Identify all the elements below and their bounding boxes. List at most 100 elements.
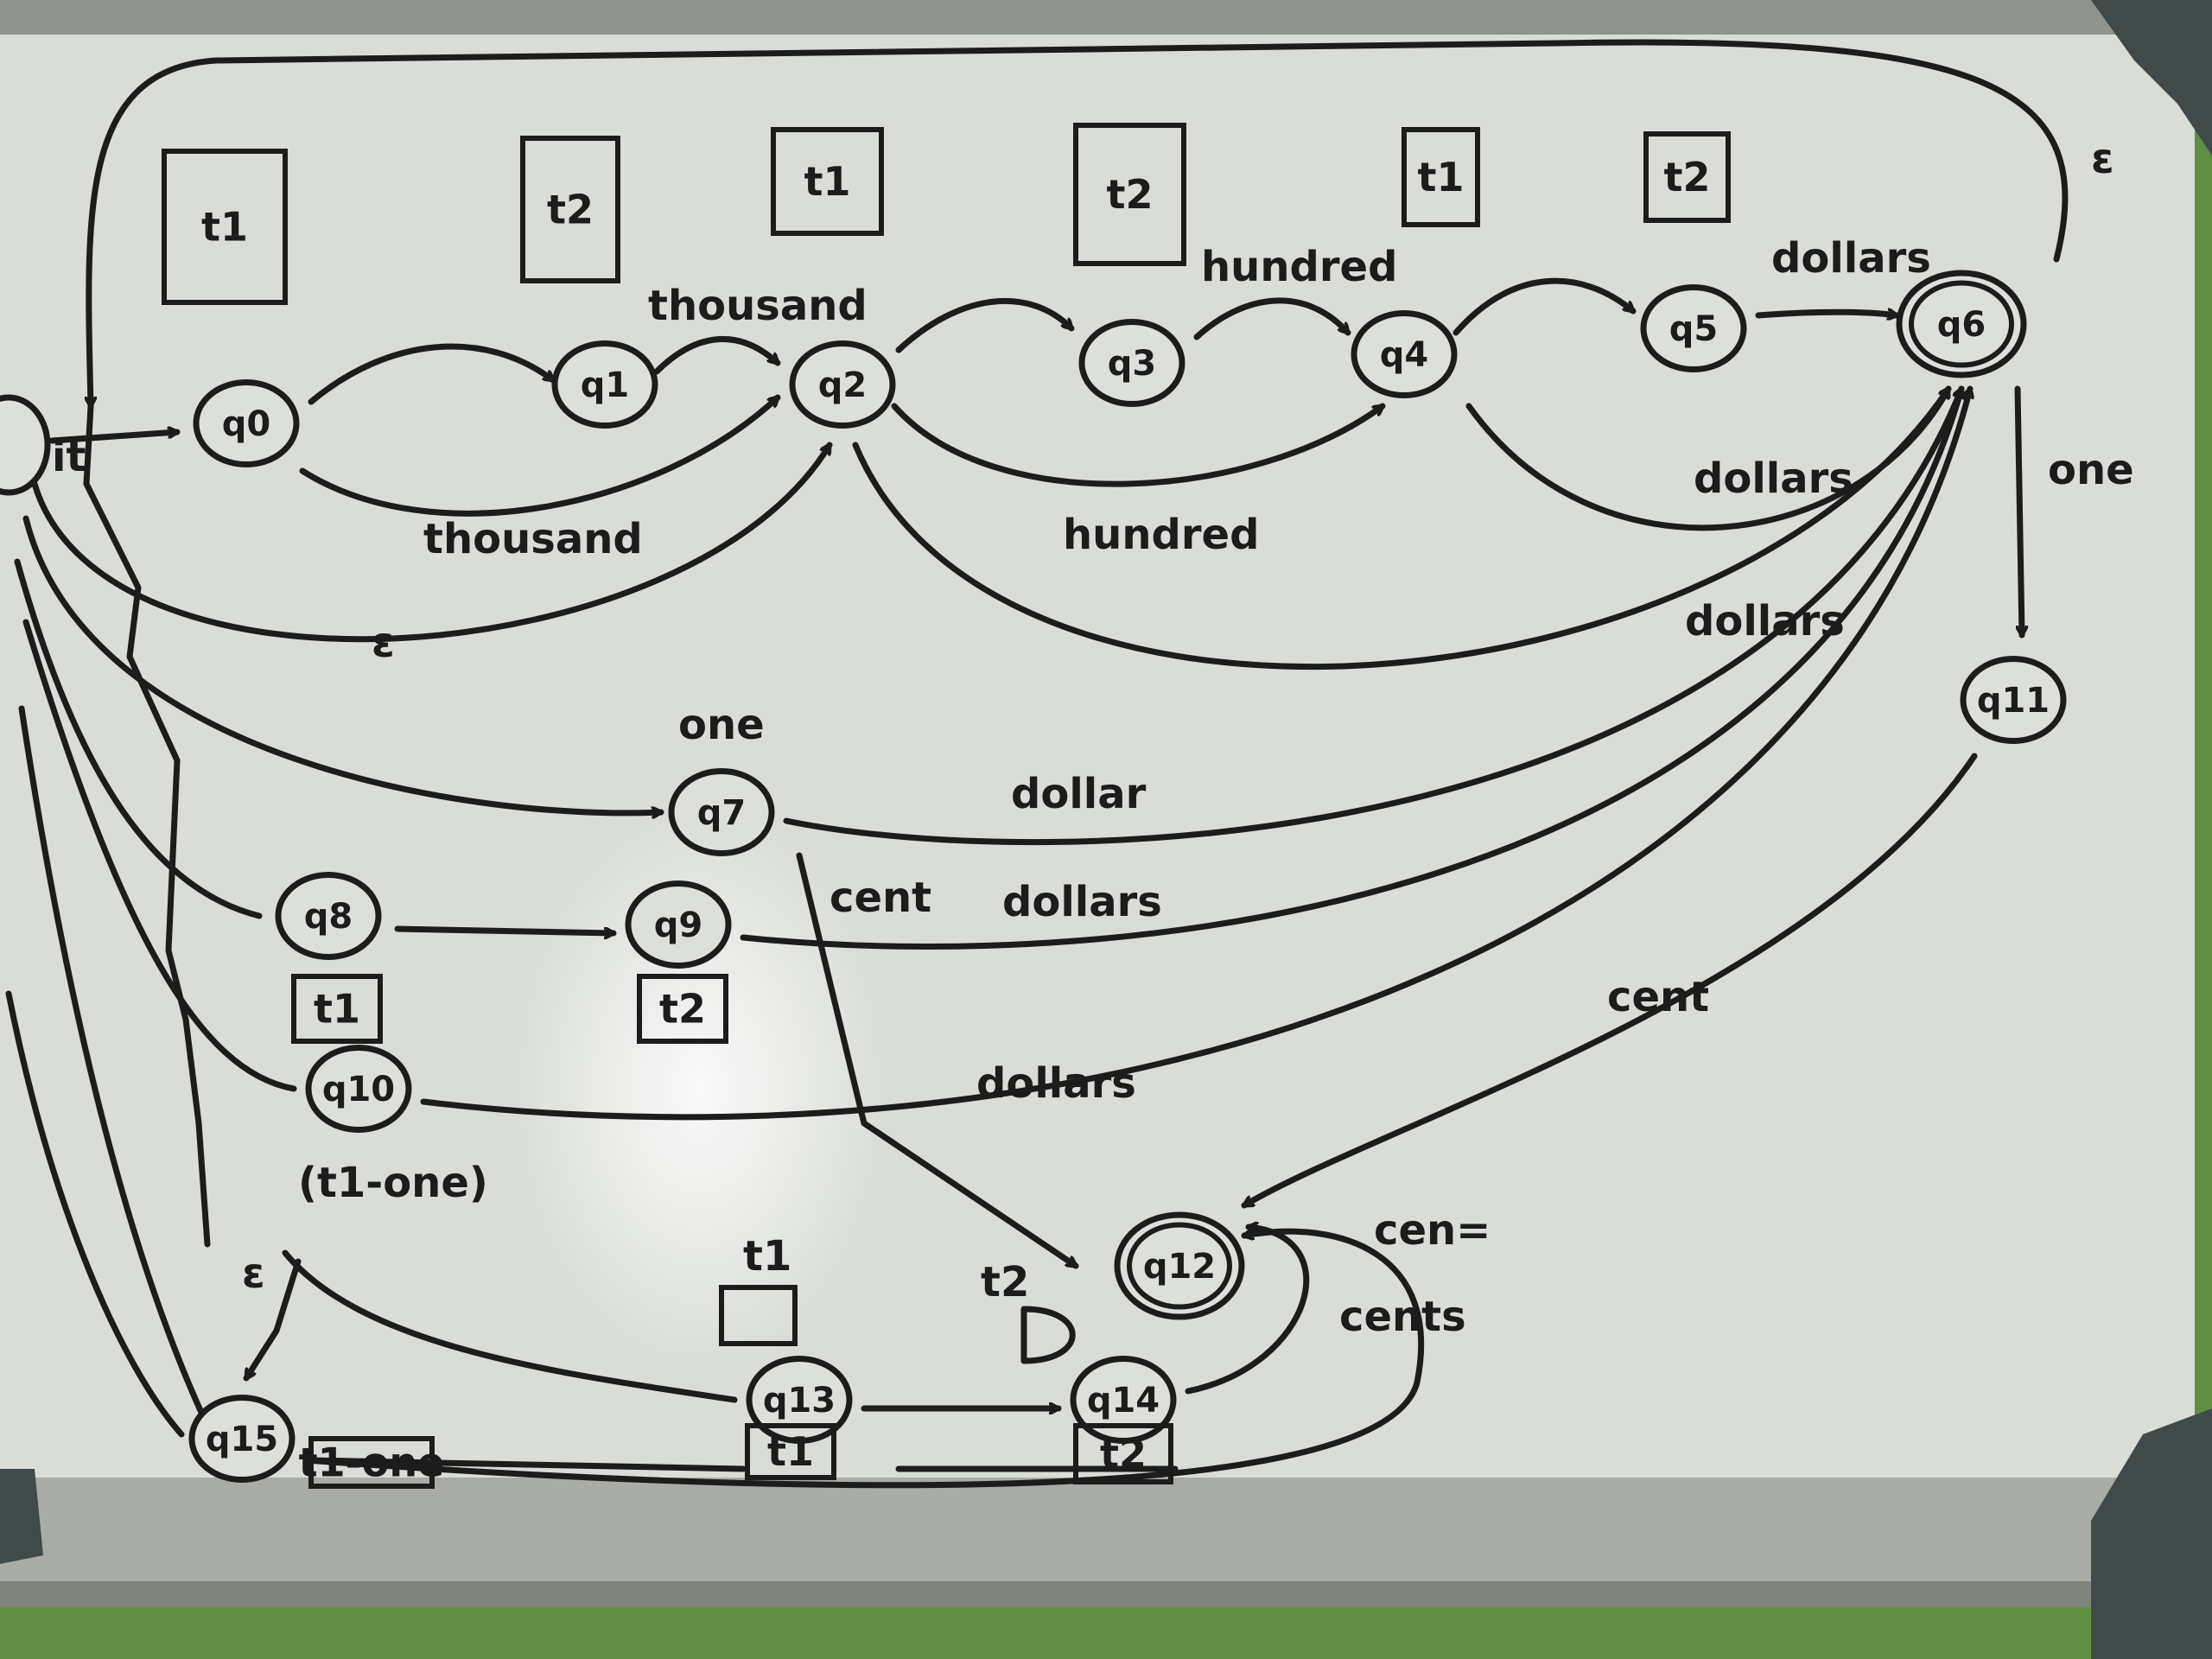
transition-q0-q2 (299, 397, 778, 517)
transition-q11-q12 (1244, 753, 1978, 1209)
bottom-frame (0, 1478, 2212, 1590)
ink-stroke-2 (18, 705, 211, 1429)
transition-eps-q15 (243, 1258, 302, 1378)
annotation-label: t2 (659, 986, 706, 1033)
annotation-box (291, 974, 383, 1044)
transition-q3-q4 (1193, 297, 1351, 340)
transition-label: thousand (648, 282, 868, 330)
annotation-label: t1 (804, 158, 851, 205)
annotation-box (308, 1436, 435, 1489)
state-circle (746, 1355, 853, 1445)
state-circle (193, 378, 300, 468)
state-label: q11 (1977, 681, 2050, 721)
annotation-note-q13: t1 (743, 1232, 791, 1281)
state-q8: q8 (275, 871, 382, 961)
accepting-ring (1909, 280, 2014, 368)
state-circle (1078, 318, 1185, 408)
state-q10: q10 (305, 1044, 412, 1134)
annotation-box-q0: t1 (162, 149, 288, 305)
state-label: q10 (322, 1070, 395, 1109)
state-q6: q6 (1896, 270, 2027, 378)
transition-init-q0 (48, 432, 181, 444)
transition-label: cent (830, 874, 931, 922)
transition-q14-q12 (1185, 1227, 1310, 1395)
state-q14: q14 (1070, 1355, 1177, 1445)
state-label: q15 (206, 1420, 278, 1459)
transition-q7-q6 (783, 389, 1961, 846)
light-glare (510, 804, 890, 1374)
state-q7: q7 (668, 767, 775, 857)
transition-label: cen= (1374, 1206, 1491, 1255)
state-circle (625, 880, 732, 969)
transition-q6-q11 (2014, 385, 2022, 639)
annotation-box (1073, 1423, 1173, 1484)
state-label: q9 (654, 906, 702, 945)
transition-label: dollars (1685, 597, 1845, 645)
transition-edges (5, 39, 2069, 1489)
state-q11: q11 (1960, 655, 2067, 745)
state-q1: q1 (551, 340, 658, 429)
state-label: q0 (222, 404, 270, 444)
transition-q2-q6 (852, 389, 1952, 671)
annotation-label: t2 (1107, 171, 1154, 218)
annotation-box (637, 974, 728, 1044)
state-label: q2 (818, 365, 867, 405)
transition-q2-q3 (895, 297, 1071, 353)
ink-stroke-6 (308, 1457, 747, 1472)
annotation-box-q9: t2 (637, 974, 728, 1044)
state-label: q5 (1669, 309, 1718, 349)
annotation-box-q13: t1 (745, 1423, 836, 1480)
state-circle (551, 340, 658, 429)
state-label: q4 (1380, 335, 1428, 375)
corner-bottom-right (2091, 1408, 2212, 1659)
note-d-mark (1020, 1306, 1076, 1364)
transition-label: it (52, 433, 86, 481)
state-q12: q12 (1114, 1211, 1245, 1320)
annotation-box (520, 136, 620, 283)
state-q3: q3 (1078, 318, 1185, 408)
state-label: q6 (1937, 305, 1986, 345)
transition-q15-q12 (303, 1231, 1425, 1489)
annotation-note-q10: (t1-one) (298, 1159, 488, 1207)
state-q15: q15 (188, 1394, 296, 1484)
ink-stroke-1 (22, 619, 297, 1092)
corner-top-right (2091, 0, 2212, 156)
transition-label: ε (242, 1249, 265, 1298)
transition-label: ε (372, 619, 395, 667)
state-circle (188, 1394, 296, 1484)
transition-q4-q5 (1452, 277, 1633, 336)
transition-q8-q9 (394, 925, 617, 933)
state-circle (1640, 283, 1747, 373)
transition-label: thousand (423, 515, 643, 563)
ink-stroke-4 (282, 1249, 738, 1403)
annotation-box-q1: t2 (520, 136, 620, 283)
state-q13: q13 (746, 1355, 853, 1445)
transition-q5-q6 (1755, 312, 1897, 315)
annotation-label: t1 (1418, 154, 1465, 200)
transition-label: dollars (1771, 234, 1931, 283)
transition-init-q7 (22, 515, 664, 813)
annotation-box-q14: t2 (1073, 1423, 1173, 1484)
top-frame (0, 0, 2212, 40)
state-label: q14 (1087, 1381, 1160, 1421)
transition-label: hundred (1201, 243, 1397, 291)
state-circle (1896, 270, 2027, 378)
state-label: q8 (304, 897, 353, 937)
state-circle (1114, 1211, 1245, 1320)
state-circle (305, 1044, 412, 1134)
annotation-label: t1 (314, 986, 360, 1033)
transition-q10-q6 (420, 389, 1970, 1121)
state-q9: q9 (625, 880, 732, 969)
transition-q2-q4 (891, 403, 1382, 487)
annotation-note-q12: t2 (981, 1258, 1029, 1306)
annotation-label: t2 (547, 187, 594, 233)
ink-stroke-0 (14, 558, 263, 919)
annotation-label: t1-one (299, 1440, 445, 1486)
annotation-box-q5: t2 (1643, 131, 1731, 223)
board-surface (0, 35, 2195, 1503)
annotation-box (162, 149, 288, 305)
transition-label: dollars (1002, 878, 1162, 926)
states-layer: q0 q1 q2 q3 q4 q5 q6 q7 q8 q9 q10 q11 q12 q13 q14 q15 (0, 270, 2067, 1484)
annotation-label: t2 (1664, 154, 1711, 200)
